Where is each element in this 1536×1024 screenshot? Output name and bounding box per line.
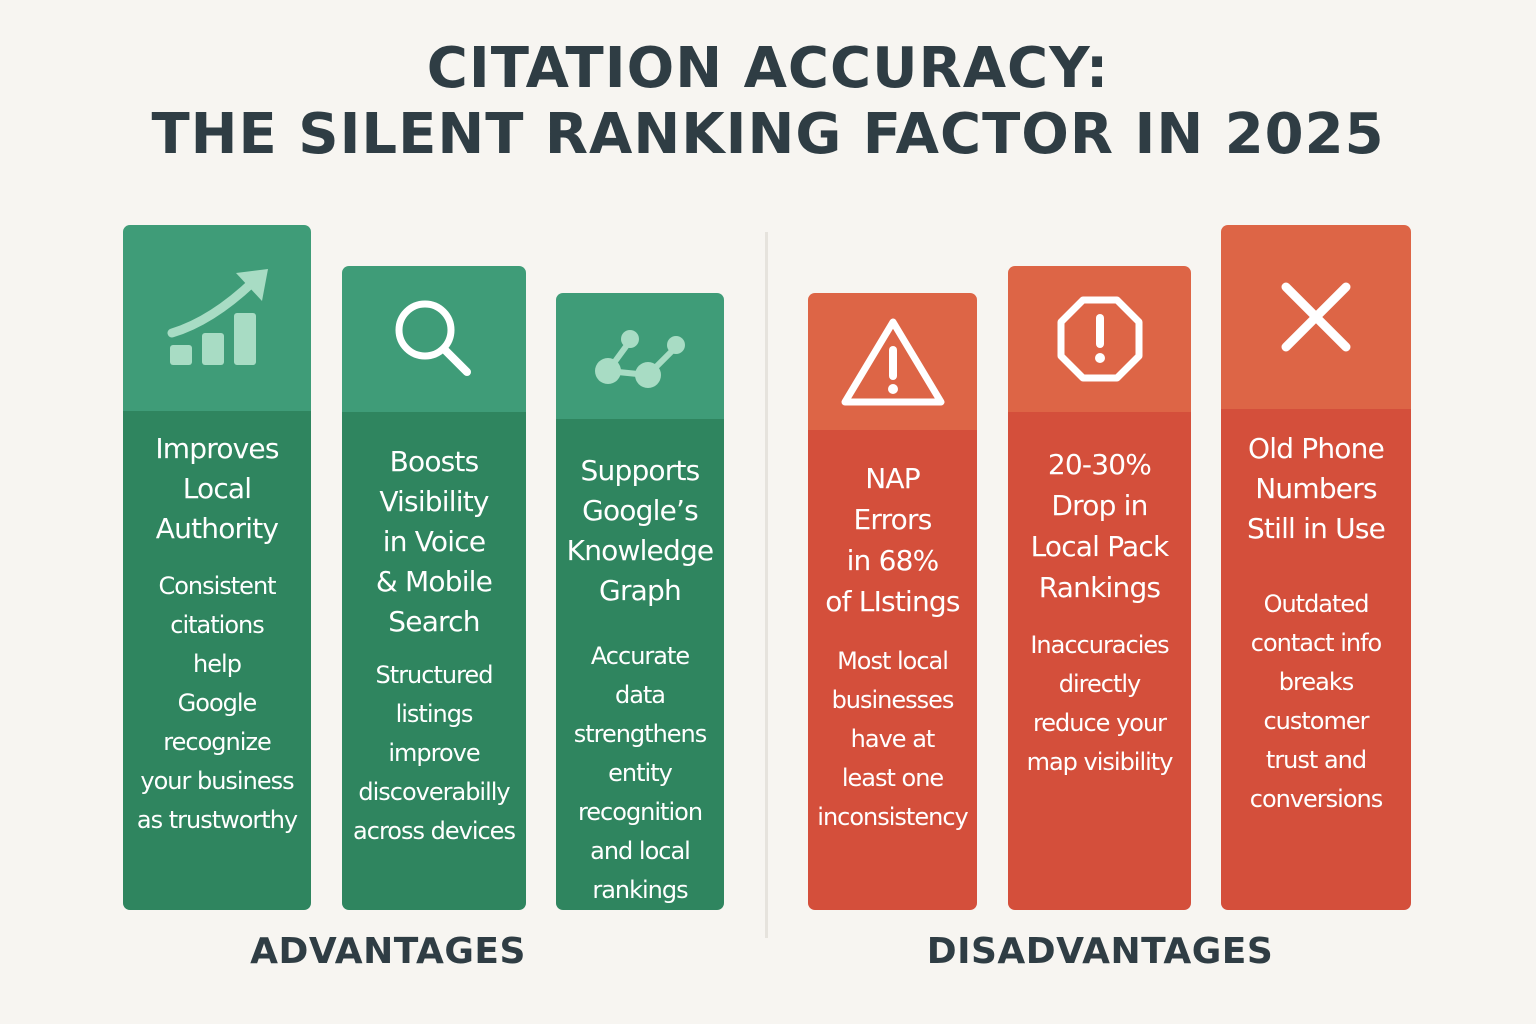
knowledge-graph-icon (590, 321, 690, 391)
card-text-area: 20-30% Drop in Local Pack Rankings Inacc… (1008, 412, 1191, 910)
warning-triangle-icon (839, 314, 947, 410)
card-heading: Supports Google’s Knowledge Graph (566, 454, 715, 607)
card-heading: 20-30% Drop in Local Pack Rankings (1030, 448, 1170, 604)
title-line-1: CITATION ACCURACY: (426, 36, 1110, 101)
card-icon-area (1221, 225, 1411, 409)
card-description: Outdated contact info breaks customer tr… (1249, 590, 1383, 813)
section-divider (765, 232, 768, 938)
title-line-2: THE SILENT RANKING FACTOR IN 2025 (151, 102, 1385, 167)
disadvantage-card-ranking-drop: 20-30% Drop in Local Pack Rankings Inacc… (1008, 266, 1191, 910)
advantage-card-local-authority: Improves Local Authority Consistent cita… (123, 225, 311, 910)
close-icon (1276, 277, 1356, 357)
card-description: Structured listings improve discoverabil… (353, 661, 516, 845)
page-title: CITATION ACCURACY: THE SILENT RANKING FA… (0, 36, 1536, 168)
disadvantages-label: DISADVANTAGES (926, 931, 1274, 972)
card-text-area: Boosts Visibility in Voice & Mobile Sear… (342, 412, 526, 910)
card-icon-area (123, 225, 311, 411)
card-icon-area (342, 266, 526, 412)
card-text-area: NAP Errors in 68% of LIstings Most local… (808, 430, 977, 910)
growth-chart-icon (162, 263, 272, 373)
search-icon (389, 294, 479, 384)
card-description: Consistent citations help Google recogni… (136, 572, 298, 834)
advantage-card-knowledge-graph: Supports Google’s Knowledge Graph Accura… (556, 293, 724, 910)
card-text-area: Old Phone Numbers Still in Use Outdated … (1221, 409, 1411, 910)
card-text-area: Supports Google’s Knowledge Graph Accura… (556, 419, 724, 910)
card-heading: Boosts Visibility in Voice & Mobile Sear… (375, 445, 493, 638)
card-heading: NAP Errors in 68% of LIstings (825, 462, 960, 618)
card-heading: Old Phone Numbers Still in Use (1246, 432, 1386, 545)
card-icon-area (808, 293, 977, 430)
card-description: Inaccuracies directly reduce your map vi… (1026, 631, 1174, 776)
advantage-card-visibility: Boosts Visibility in Voice & Mobile Sear… (342, 266, 526, 910)
card-heading: Improves Local Authority (155, 432, 279, 545)
disadvantage-card-old-phone-numbers: Old Phone Numbers Still in Use Outdated … (1221, 225, 1411, 910)
card-icon-area (556, 293, 724, 419)
card-icon-area (1008, 266, 1191, 412)
advantages-label: ADVANTAGES (250, 931, 526, 972)
card-description: Accurate data strengthens entity recogni… (573, 642, 708, 904)
disadvantage-card-nap-errors: NAP Errors in 68% of LIstings Most local… (808, 293, 977, 910)
card-description: Most local businesses have at least one … (817, 647, 968, 831)
card-text-area: Improves Local Authority Consistent cita… (123, 411, 311, 910)
alert-octagon-icon (1055, 294, 1145, 384)
